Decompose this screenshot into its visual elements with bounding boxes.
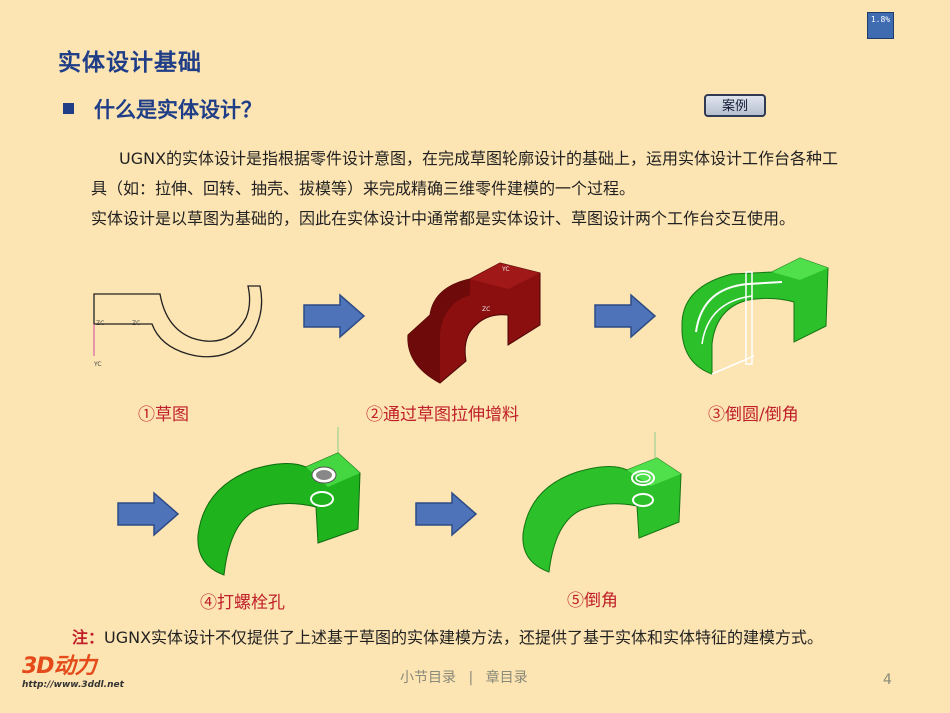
intro-text: UGNX的实体设计是指根据零件设计意图，在完成草图轮廓设计的基础上，运用实体设计… [91,144,851,234]
sketch-label-zc-2: ZC [132,320,140,327]
step-1-caption: ①草图 [138,405,189,425]
page-number: 4 [883,672,892,688]
sketch-outline [93,285,263,358]
brand-logo: 3D动力 http://www.3ddl.net [22,648,124,690]
section-heading: 什么是实体设计？ [94,98,262,122]
bullet-square-icon [63,103,74,114]
footer-separator: | [468,670,474,686]
step-2-caption: ②通过草图拉伸增料 [366,405,519,425]
note: 注：UGNX实体设计不仅提供了上述基于草图的实体建模方法，还提供了基于实体和实体… [72,624,823,648]
section-toc-link[interactable]: 小节目录 [400,670,456,686]
note-label: 注： [72,628,105,647]
step-5-caption: ⑤倒角 [567,591,618,611]
step-3-caption: ③倒圆/倒角 [708,405,799,425]
progress-indicator: 1.8% [867,12,894,39]
right-arrow-icon [303,293,366,339]
chapter-toc-link[interactable]: 章目录 [485,670,528,686]
logo-url: http://www.3ddl.net [22,680,124,690]
footer-navigation: 小节目录 | 章目录 [396,667,532,687]
sketch-figure: ZC ZC YC [93,285,263,368]
intro-paragraph-1: UGNX的实体设计是指根据零件设计意图，在完成草图轮廓设计的基础上，运用实体设计… [91,149,839,198]
bolt-hole-model-figure [197,427,361,576]
filleted-model-figure [681,257,829,375]
logo-text: 3D动力 [22,654,97,679]
note-text: UGNX实体设计不仅提供了上述基于草图的实体建模方法，还提供了基于实体和实体特征… [104,628,824,647]
step-4-caption: ④打螺栓孔 [200,593,285,613]
model-label-zc: ZC [482,306,490,313]
right-arrow-icon [117,491,180,537]
right-arrow-icon [594,293,657,339]
intro-paragraph-2: 实体设计是以草图为基础的，因此在实体设计中通常都是实体设计、草图设计两个工作台交… [91,209,796,228]
case-button[interactable]: 案例 [704,94,766,117]
chamfered-model-figure [522,432,682,573]
model-label-yc: YC [501,266,510,273]
sketch-label-zc-1: ZC [96,320,104,327]
page-title: 实体设计基础 [58,50,202,76]
extruded-model-figure: YC ZC [407,262,541,384]
sketch-label-yc: YC [93,361,102,368]
right-arrow-icon [415,491,478,537]
